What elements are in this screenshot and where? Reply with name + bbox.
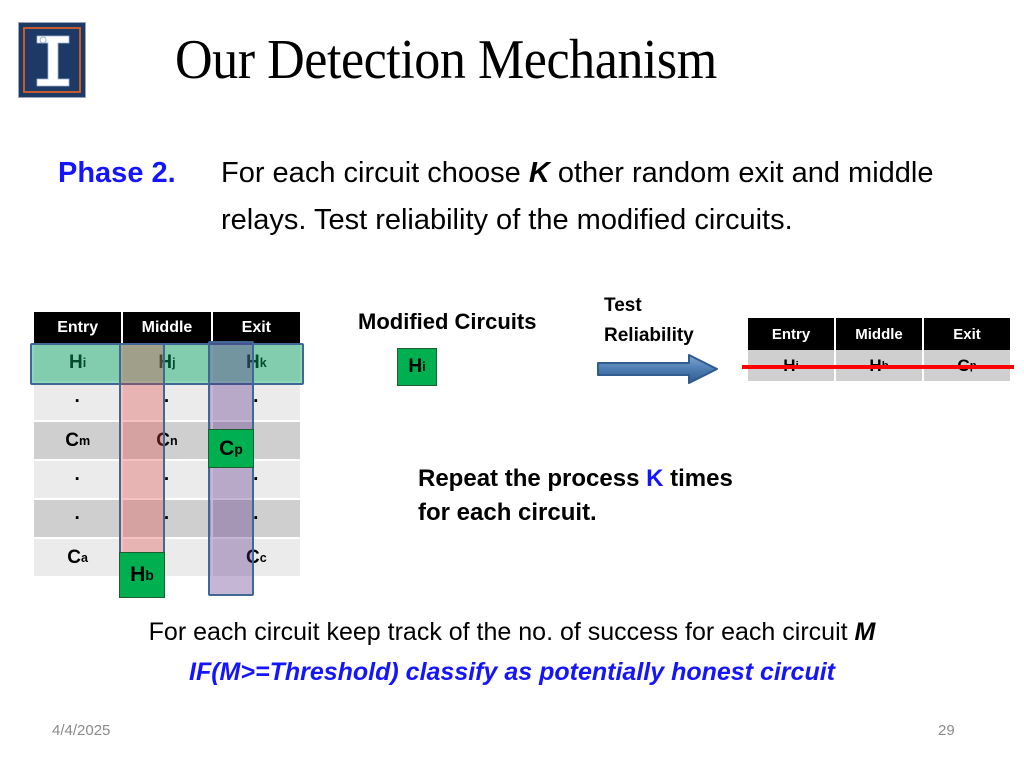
chip-base: H (408, 356, 423, 377)
phase-body-post: other random exit and middle relays. Tes… (221, 157, 934, 236)
cell-base: H (245, 351, 260, 373)
test-reliability-line2: Reliability (604, 325, 694, 346)
footer-date: 4/4/2025 (52, 722, 111, 739)
cell-sub: k (259, 355, 267, 370)
success-tracking-text: For each circuit keep track of the no. o… (0, 618, 1024, 647)
cell-entry-dot: · (34, 383, 124, 422)
cell-middle-dot: · (123, 461, 213, 500)
strikethrough-line (742, 365, 1014, 369)
chip-sub: i (422, 360, 426, 374)
cell-entry-dot: · (34, 461, 124, 500)
cell-base: H (130, 563, 146, 586)
cell-sub: n (170, 433, 178, 448)
bottom-variable-m: M (854, 618, 876, 646)
repeat-line2: for each circuit. (418, 499, 597, 526)
repeat-line1: Repeat the process K times (418, 462, 838, 496)
repeat-variable-k: K (646, 465, 664, 492)
cell-sub: b (145, 567, 154, 583)
column-header-exit: Exit (212, 312, 300, 344)
table-row: · · · (34, 461, 300, 500)
table-row: · · · (34, 383, 300, 422)
repeat-post: times (663, 465, 733, 492)
phase-variable-k: K (528, 157, 550, 189)
cell-sub: j (172, 355, 176, 370)
bottom-line1-pre: For each circuit keep track of the no. o… (148, 618, 855, 646)
test-reliability-label: Test Reliability (604, 291, 734, 351)
test-reliability-line1: Test (604, 295, 642, 316)
column-header-middle: Middle (836, 318, 924, 350)
table-header-row: Entry Middle Exit (34, 312, 300, 344)
cell-base: C (156, 429, 171, 451)
phase-paragraph: Phase 2. For each circuit choose K other… (58, 150, 958, 244)
cell-base: C (245, 546, 260, 568)
cell-base: C (219, 436, 235, 460)
repeat-process-text: Repeat the process K times for each circ… (418, 462, 838, 530)
phase-body-pre: For each circuit choose (221, 157, 529, 189)
cell-middle-dot: · (123, 500, 213, 539)
cell-entry-dot: · (34, 500, 124, 539)
tested-circuit-table: Entry Middle Exit Hi Hb Cp (742, 318, 1014, 383)
cell-base: C (65, 429, 79, 451)
column-header-middle: Middle (123, 312, 213, 344)
table-header-row: Entry Middle Exit (748, 318, 1010, 350)
cell-sub: i (82, 355, 87, 370)
cell-base: H (158, 351, 173, 373)
cell-base: H (69, 351, 83, 373)
right-arrow-icon (597, 354, 718, 384)
repeat-pre: Repeat the process (418, 465, 647, 492)
cell-sub: a (81, 550, 89, 565)
cell-sub: c (259, 550, 267, 565)
threshold-classification-text: IF(M>=Threshold) classify as potentially… (189, 658, 835, 686)
logo-inner-frame (23, 27, 81, 93)
cell-base: C (67, 546, 82, 568)
column-header-entry: Entry (34, 312, 124, 344)
cell-sub: p (234, 440, 243, 457)
university-logo (18, 22, 86, 98)
modified-circuits-label: Modified Circuits (358, 309, 537, 334)
table-row: · · · (34, 500, 300, 539)
illinois-column-i-icon (36, 35, 70, 87)
cell-sub: m (78, 433, 91, 448)
column-header-exit: Exit (924, 318, 1010, 350)
footer-page-number: 29 (938, 722, 955, 739)
phase-label: Phase 2. (58, 157, 176, 189)
column-header-entry: Entry (748, 318, 836, 350)
cell-exit-dot: · (212, 500, 300, 539)
cell-middle-dot: · (123, 383, 213, 422)
phase-body: For each circuit choose K other random e… (221, 150, 958, 244)
cell-exit-dot: · (212, 383, 300, 422)
page-title: Our Detection Mechanism (175, 29, 717, 91)
